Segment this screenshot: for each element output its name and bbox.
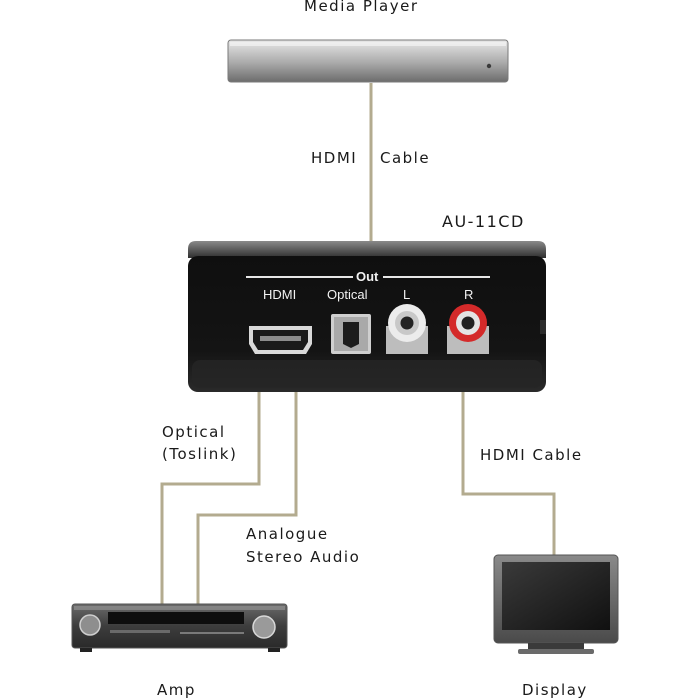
- optical-label: Optical: [162, 423, 226, 441]
- amp-display-icon: [108, 612, 244, 624]
- port-label-optical: Optical: [327, 287, 368, 302]
- amp-volume-knob-icon: [252, 615, 276, 639]
- port-label-l: L: [403, 287, 411, 302]
- amp-left-knob-icon: [79, 614, 101, 636]
- rca-left-port-icon: [386, 304, 428, 354]
- port-label-r: R: [464, 287, 474, 302]
- analogue-cable: [196, 392, 298, 606]
- rca-right-port-icon: [447, 304, 489, 354]
- converter-model-label: AU-11CD: [442, 212, 525, 231]
- port-label-hdmi: HDMI: [263, 287, 297, 302]
- converter-device: [188, 241, 546, 392]
- top-hdmi-label: HDMI: [311, 149, 358, 167]
- optical-cable: [160, 392, 261, 606]
- amp-device: [71, 603, 288, 652]
- stereo-audio-label: Stereo Audio: [246, 548, 361, 566]
- analogue-label: Analogue: [246, 525, 329, 543]
- media-player-device: [227, 39, 509, 83]
- toslink-label: (Toslink): [162, 445, 238, 463]
- optical-port-icon: [331, 314, 371, 354]
- media-player-label: Media Player: [304, 0, 419, 15]
- display-label: Display: [522, 681, 588, 699]
- display-device: [493, 554, 619, 654]
- hdmi-cable-bottom: [461, 392, 556, 555]
- amp-label: Amp: [157, 681, 196, 699]
- bottom-hdmi-cable-label: HDMI Cable: [480, 446, 583, 464]
- out-group-label: Out: [356, 269, 379, 284]
- hdmi-port-icon: [249, 326, 312, 354]
- top-cable-label: Cable: [380, 149, 431, 167]
- cables: [160, 83, 556, 606]
- power-indicator-icon: [486, 63, 492, 69]
